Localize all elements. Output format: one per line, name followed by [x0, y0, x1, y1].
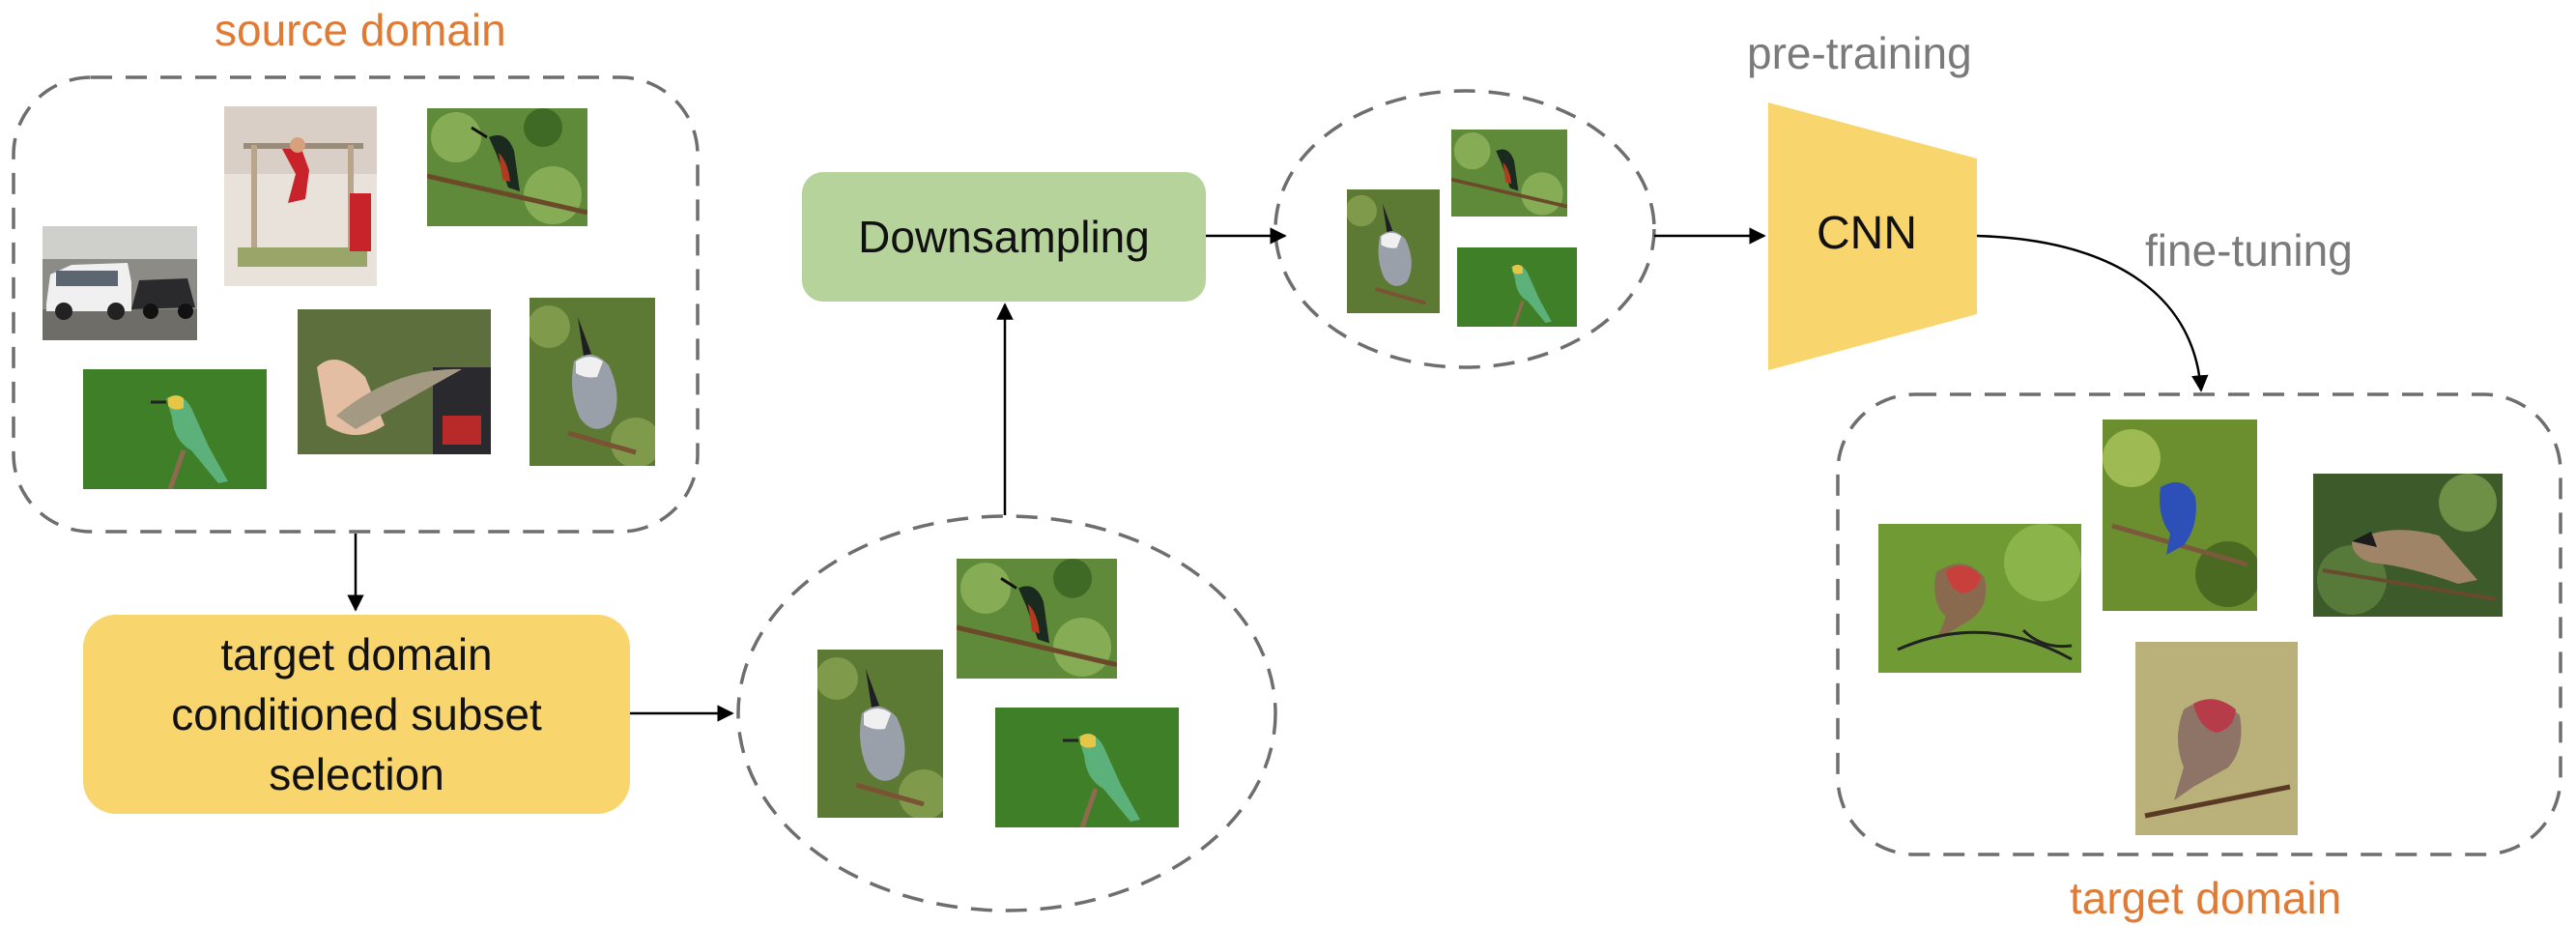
crested-tit-photo [530, 298, 655, 466]
downsampled-bee-eater-photo [1457, 247, 1577, 327]
selected-subset-ellipse [736, 514, 1277, 912]
subset-selection-box: target domain conditioned subset selecti… [83, 615, 630, 814]
target-domain-container [1836, 392, 2562, 856]
source-domain-label: source domain [215, 5, 506, 55]
cnn-trapezoid [1768, 102, 1977, 370]
gymnastics-photo [224, 106, 377, 286]
downsampling-text: Downsampling [858, 212, 1150, 262]
downsampling-box: Downsampling [802, 172, 1206, 302]
subset-bee-eater-photo [995, 708, 1179, 827]
target-finch-photo [1878, 524, 2081, 673]
subset-selection-line1: target domain [220, 629, 493, 680]
target-waxwing-photo [2313, 474, 2503, 617]
fine-tuning-label: fine-tuning [2145, 225, 2353, 275]
downsampled-subset-ellipse [1274, 89, 1656, 369]
downsampled-jacamar-photo [1451, 130, 1567, 217]
target-bunting-photo [2103, 420, 2257, 611]
car-photo [43, 226, 197, 340]
bee-eater-photo [83, 369, 267, 489]
subset-selection-line3: selection [269, 749, 444, 799]
lizard-photo [298, 309, 491, 454]
bird-photo-jacamar [427, 108, 587, 226]
target-purple-finch-photo [2135, 642, 2298, 835]
target-domain-label: target domain [2070, 873, 2342, 923]
source-domain-container [12, 75, 700, 534]
cnn-text: CNN [1817, 208, 1917, 259]
subset-crested-tit-photo [817, 650, 943, 818]
subset-selection-line2: conditioned subset [171, 689, 542, 739]
subset-jacamar-photo [957, 559, 1117, 679]
arrow-cnn-to-target [1976, 234, 2209, 392]
downsampled-crested-tit-photo [1347, 189, 1440, 313]
pre-training-label: pre-training [1747, 28, 1972, 78]
